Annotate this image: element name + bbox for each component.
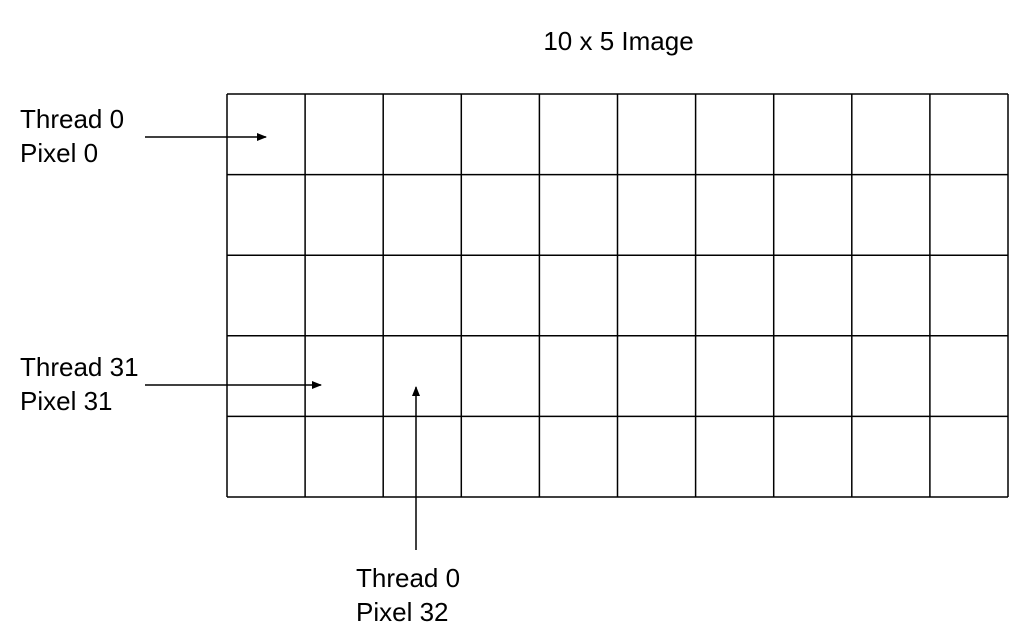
pixel-cell (929, 255, 1008, 336)
pixel-cell (305, 416, 384, 497)
pixel-cell (227, 416, 306, 497)
annotation-pixel-label: Pixel 0 (20, 138, 99, 168)
pixel-cell (773, 255, 852, 336)
pixel-cell (227, 174, 306, 256)
annotation-thread-label: Thread 0 (20, 104, 125, 134)
annotation-pixel-label: Pixel 32 (356, 597, 449, 627)
pixel-cell (851, 174, 930, 256)
pixel-cell (695, 94, 774, 175)
annotation-thread-label: Thread 0 (356, 563, 461, 593)
pixel-cell (305, 255, 384, 336)
pixel-cell (383, 416, 462, 497)
pixel-cell (305, 174, 384, 256)
pixel-cell (617, 335, 696, 417)
pixel-cell (617, 416, 696, 497)
image-title: 10 x 5 Image (543, 26, 694, 56)
pixel-cell (617, 174, 696, 256)
pixel-cell (851, 335, 930, 417)
pixel-cell (383, 255, 462, 336)
pixel-cell (851, 94, 930, 175)
pixel-cell (617, 255, 696, 336)
pixel-cell (539, 255, 618, 336)
annotation-thread-label: Thread 31 (20, 352, 139, 382)
pixel-cell (851, 255, 930, 336)
pixel-cell (695, 174, 774, 256)
pixel-grid (226, 93, 1009, 498)
pixel-cell (929, 416, 1008, 497)
pixel-cell (539, 335, 618, 417)
pixel-cell (461, 174, 540, 256)
pixel-cell (383, 94, 462, 175)
annotation-thread0-pixel0: Thread 0 Pixel 0 (20, 102, 124, 170)
pixel-cell (461, 255, 540, 336)
pixel-cell (773, 94, 852, 175)
pixel-cell (539, 416, 618, 497)
pixel-cell (617, 94, 696, 175)
annotation-pixel-label: Pixel 31 (20, 386, 113, 416)
pixel-cell (929, 335, 1008, 417)
pixel-cell (227, 255, 306, 336)
pixel-cell (383, 174, 462, 256)
pixel-cell (773, 416, 852, 497)
pixel-cell (461, 94, 540, 175)
pixel-cell (383, 335, 462, 417)
pixel-cell (305, 335, 384, 417)
pixel-cell (539, 94, 618, 175)
pixel-cell (227, 94, 306, 175)
pixel-cell (851, 416, 930, 497)
pixel-cell (695, 255, 774, 336)
pixel-cell (695, 416, 774, 497)
pixel-cell (929, 174, 1008, 256)
pixel-cell (227, 335, 306, 417)
pixel-cell (539, 174, 618, 256)
pixel-cell (773, 335, 852, 417)
pixel-cell (929, 94, 1008, 175)
pixel-cell (773, 174, 852, 256)
pixel-cell (461, 416, 540, 497)
pixel-cell (695, 335, 774, 417)
pixel-cell (305, 94, 384, 175)
pixel-cell (461, 335, 540, 417)
annotation-thread31-pixel31: Thread 31 Pixel 31 (20, 350, 139, 418)
annotation-thread0-pixel32: Thread 0 Pixel 32 (356, 561, 460, 629)
